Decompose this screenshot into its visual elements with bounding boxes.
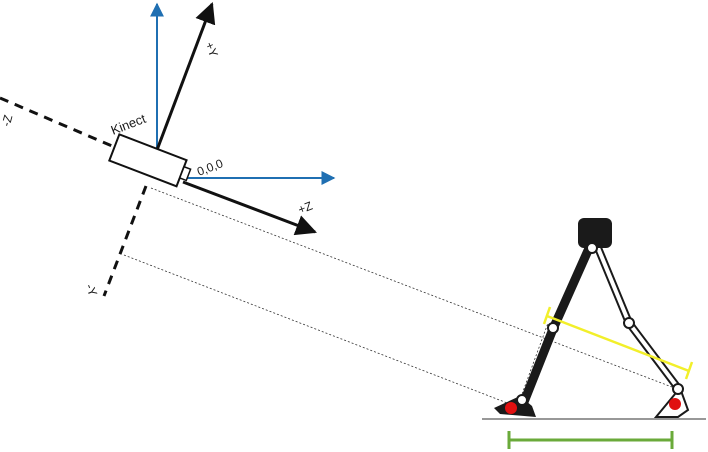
plus-y-axis-arrow — [155, 2, 216, 151]
minus-y-label: -Y — [83, 282, 100, 298]
solid-ankle-joint — [516, 394, 528, 406]
projection-line-upper — [150, 187, 686, 393]
yellow-distance-bracket — [542, 306, 694, 380]
plus-z-label: +Z — [296, 199, 314, 217]
projection-line-lower — [123, 254, 516, 407]
solid-leg — [494, 241, 595, 417]
projection-line-tie — [517, 322, 549, 406]
minus-y-dashed-axis — [102, 185, 148, 297]
minus-z-dashed-axis — [0, 96, 113, 148]
outlined-knee-joint — [623, 317, 635, 329]
kinect-label: Kinect — [109, 111, 148, 138]
outlined-leg — [592, 239, 690, 418]
plus-z-axis-arrow — [182, 180, 317, 236]
minus-z-label: -Z — [0, 113, 15, 128]
plus-y-label: +Y — [202, 40, 221, 59]
outlined-ankle-joint — [672, 383, 684, 395]
outlined-foot-marker — [669, 398, 681, 410]
solid-foot-marker — [505, 402, 517, 414]
hip-joint — [586, 242, 598, 254]
solid-knee-joint — [547, 322, 559, 334]
origin-label: 0,0,0 — [195, 156, 225, 179]
pelvis-block — [578, 218, 612, 248]
kinect-sensor — [108, 133, 192, 188]
green-stride-bracket — [507, 431, 674, 449]
